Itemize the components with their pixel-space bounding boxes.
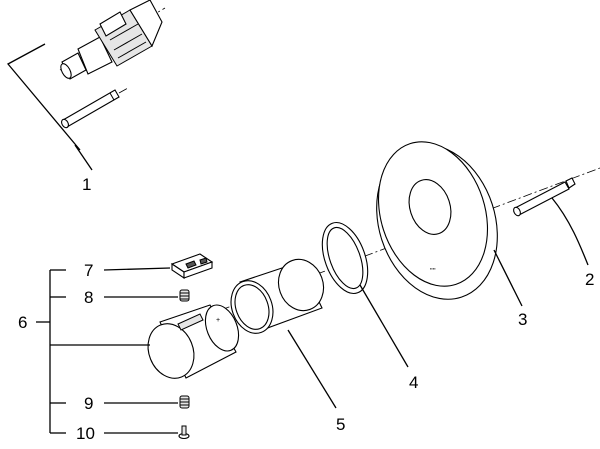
leader-2 [551, 197, 589, 266]
part-8-set-screw [179, 289, 190, 302]
part-10-screw [178, 425, 190, 440]
part-4-o-ring [321, 222, 369, 294]
part-1-spindle [61, 87, 129, 129]
part-3-escutcheon-plate: ▪▪▪▪ [376, 141, 498, 300]
leader-7 [103, 267, 171, 271]
label-8: 8 [84, 288, 93, 307]
leader-4 [359, 284, 409, 368]
part-7-clip [170, 253, 214, 280]
label-4: 4 [409, 373, 418, 392]
part-1-cartridge [59, 0, 166, 80]
part-1-bracket [6, 43, 93, 171]
label-1: 1 [82, 175, 91, 194]
label-3: 3 [518, 310, 527, 329]
part-9-set-screw [179, 395, 190, 409]
label-7: 7 [84, 261, 93, 280]
leader-3 [493, 249, 523, 307]
part-6-handle: + [147, 304, 240, 379]
label-6: 6 [18, 313, 27, 332]
brand-mark: ▪▪▪▪ [430, 266, 436, 271]
label-5: 5 [336, 415, 345, 434]
label-9: 9 [84, 394, 93, 413]
label-2: 2 [585, 270, 594, 289]
part-6-bracket [36, 269, 150, 434]
part-2-spindle [513, 177, 576, 217]
label-10: 10 [76, 424, 95, 443]
part-5-sleeve [230, 258, 325, 334]
temp-mark: + [216, 317, 220, 324]
leader-5 [287, 329, 337, 409]
